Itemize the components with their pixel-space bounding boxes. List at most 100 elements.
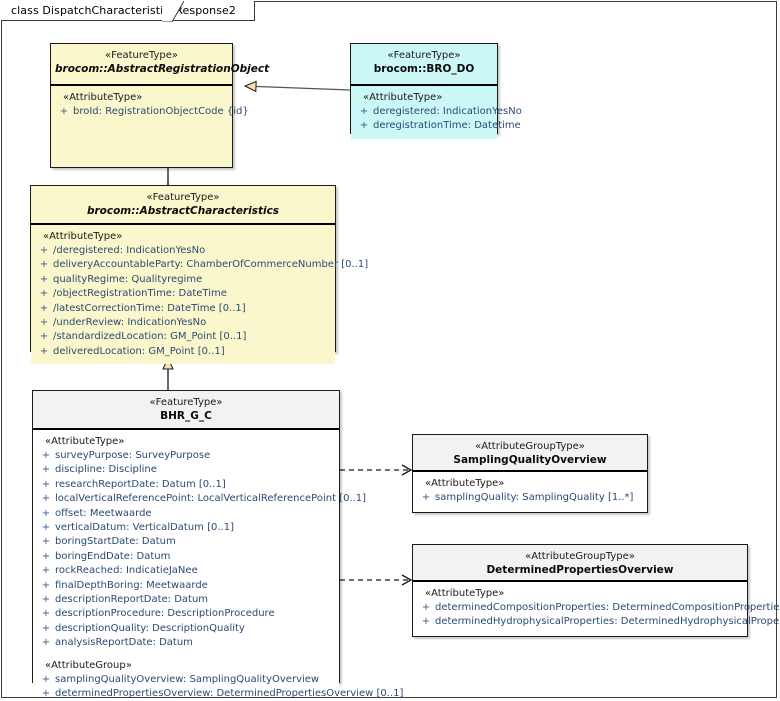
visibility-marker: + xyxy=(39,259,49,271)
attribute-row: + deliveryAccountableParty: ChamberOfCom… xyxy=(35,258,368,272)
visibility-marker: + xyxy=(59,106,69,117)
attribute-row: + /standardizedLocation: GM_Point [0..1] xyxy=(35,330,331,344)
section-label: «AttributeType» xyxy=(425,588,505,599)
visibility-marker: + xyxy=(39,302,49,314)
attribute-row: + /underReview: IndicationYesNo xyxy=(35,316,331,330)
visibility-marker: + xyxy=(41,450,51,461)
attribute-signature: boringStartDate: Datum xyxy=(55,536,176,548)
class-header: «AttributeGroupType» SamplingQualityOver… xyxy=(413,435,647,472)
class-attributes: «AttributeType» + deregistered: Indicati… xyxy=(351,86,522,139)
attribute-signature: qualityRegime: Qualityregime xyxy=(53,273,203,285)
visibility-marker: + xyxy=(421,616,431,628)
class-attributes: «AttributeType» + broId: RegistrationObj… xyxy=(51,86,249,125)
attribute-row: + determinedPropertiesOverview: Determin… xyxy=(37,687,404,701)
class-stereotype: «FeatureType» xyxy=(105,50,178,61)
visibility-marker: + xyxy=(39,288,49,300)
attribute-signature: analysisReportDate: Datum xyxy=(55,637,193,649)
class-box-abstract-registration-object[interactable]: «FeatureType» brocom::AbstractRegistrati… xyxy=(50,43,270,168)
visibility-marker: + xyxy=(41,594,51,606)
class-name: brocom::AbstractCharacteristics xyxy=(86,205,280,217)
attribute-row: + determinedCompositionProperties: Deter… xyxy=(417,601,780,615)
attribute-signature: discipline: Discipline xyxy=(55,464,157,476)
attribute-row: + samplingQualityOverview: SamplingQuali… xyxy=(37,673,335,687)
attribute-row: + descriptionQuality: DescriptionQuality xyxy=(37,622,335,636)
attribute-signature: determinedPropertiesOverview: Determined… xyxy=(55,688,404,700)
attribute-signature: boringEndDate: Datum xyxy=(55,550,171,562)
attribute-signature: deregistered: IndicationYesNo xyxy=(373,106,522,117)
visibility-marker: + xyxy=(39,317,49,329)
class-box-sampling-quality-overview[interactable]: «AttributeGroupType» SamplingQualityOver… xyxy=(412,434,648,513)
attribute-signature: /objectRegistrationTime: DateTime xyxy=(53,288,227,300)
class-box-bro-do[interactable]: «FeatureType» brocom::BRO_DO «AttributeT… xyxy=(350,43,522,139)
visibility-marker: + xyxy=(359,106,369,117)
attribute-signature: determinedHydrophysicalProperties: Deter… xyxy=(435,616,780,628)
visibility-marker: + xyxy=(41,579,51,591)
connector-gen-bro-do-to-aro xyxy=(243,80,351,93)
visibility-marker: + xyxy=(41,565,51,577)
class-stereotype: «AttributeGroupType» xyxy=(525,551,635,562)
class-stereotype: «AttributeGroupType» xyxy=(475,441,585,452)
class-name: brocom::BRO_DO xyxy=(373,63,475,75)
visibility-marker: + xyxy=(359,120,369,132)
attribute-signature: localVerticalReferencePoint: LocalVertic… xyxy=(55,493,367,505)
class-header: «FeatureType» brocom::AbstractRegistrati… xyxy=(51,44,270,86)
attribute-signature: determinedCompositionProperties: Determi… xyxy=(435,602,780,613)
attribute-row: + finalDepthBoring: Meetwaarde xyxy=(37,579,335,593)
visibility-marker: + xyxy=(421,492,431,503)
section-label: «AttributeType» xyxy=(63,92,143,103)
visibility-marker: + xyxy=(41,622,51,634)
attribute-row: + /objectRegistrationTime: DateTime xyxy=(35,287,331,301)
attribute-row: + /deregistered: IndicationYesNo xyxy=(35,244,331,258)
attribute-signature: /underReview: IndicationYesNo xyxy=(53,317,207,329)
attribute-row: + discipline: Discipline xyxy=(37,463,335,477)
visibility-marker: + xyxy=(41,493,51,505)
class-box-abstract-characteristics[interactable]: «FeatureType» brocom::AbstractCharacteri… xyxy=(30,185,368,365)
visibility-marker: + xyxy=(41,608,51,620)
visibility-marker: + xyxy=(41,464,51,476)
class-header: «FeatureType» brocom::AbstractCharacteri… xyxy=(31,186,335,225)
section-label: «AttributeType» xyxy=(45,436,125,447)
attribute-signature: deliveredLocation: GM_Point [0..1] xyxy=(53,345,225,357)
attribute-row: + deliveredLocation: GM_Point [0..1] xyxy=(35,345,331,359)
attribute-signature: deliveryAccountableParty: ChamberOfComme… xyxy=(53,259,369,271)
visibility-marker: + xyxy=(41,522,51,534)
attribute-row: + /latestCorrectionTime: DateTime [0..1] xyxy=(35,302,331,316)
attribute-signature: /standardizedLocation: GM_Point [0..1] xyxy=(53,331,247,343)
attribute-row: + descriptionProcedure: DescriptionProce… xyxy=(37,607,335,621)
visibility-marker: + xyxy=(41,550,51,562)
visibility-marker: + xyxy=(41,637,51,649)
attribute-signature: descriptionReportDate: Datum xyxy=(55,594,209,606)
class-attributes: «AttributeType» + determinedCompositionP… xyxy=(413,582,780,635)
visibility-marker: + xyxy=(41,688,51,700)
class-stereotype: «FeatureType» xyxy=(146,192,220,203)
class-name: brocom::AbstractRegistrationObject xyxy=(55,63,270,75)
visibility-marker: + xyxy=(41,536,51,548)
class-name: SamplingQualityOverview xyxy=(453,454,607,466)
attribute-row: + qualityRegime: Qualityregime xyxy=(35,273,331,287)
class-name: DeterminedPropertiesOverview xyxy=(486,564,674,576)
attribute-row: + researchReportDate: Datum [0..1] xyxy=(37,478,335,492)
visibility-marker: + xyxy=(421,602,431,613)
attribute-row: + broId: RegistrationObjectCode {id} xyxy=(55,105,249,119)
attribute-row: + analysisReportDate: Datum xyxy=(37,636,335,650)
attribute-signature: researchReportDate: Datum [0..1] xyxy=(55,478,226,490)
attribute-signature: offset: Meetwaarde xyxy=(55,507,152,519)
class-box-determined-properties-overview[interactable]: «AttributeGroupType» DeterminedPropertie… xyxy=(412,544,780,637)
visibility-marker: + xyxy=(39,331,49,343)
attribute-signature: finalDepthBoring: Meetwaarde xyxy=(55,579,208,591)
attribute-row: + deregistrationTime: Datetime xyxy=(355,119,521,133)
visibility-marker: + xyxy=(39,273,49,285)
class-stereotype: «FeatureType» xyxy=(149,397,223,408)
class-header: «FeatureType» brocom::BRO_DO xyxy=(351,44,497,86)
visibility-marker: + xyxy=(41,507,51,519)
attribute-row: + samplingQuality: SamplingQuality [1..*… xyxy=(417,491,643,505)
attribute-row: + rockReached: IndicatieJaNee xyxy=(37,564,335,578)
class-name: BHR_G_C xyxy=(160,410,212,422)
attribute-row: + offset: Meetwaarde xyxy=(37,507,335,521)
class-box-bhr-g-c[interactable]: «FeatureType» BHR_G_C «AttributeType» + … xyxy=(32,390,403,701)
attribute-row: + determinedHydrophysicalProperties: Det… xyxy=(417,615,780,629)
class-attributes: «AttributeType» + surveyPurpose: SurveyP… xyxy=(33,430,404,701)
section-label: «AttributeType» xyxy=(43,231,123,242)
diagram-title: class DispatchCharacteristicsResponse2 xyxy=(1,1,255,21)
visibility-marker: + xyxy=(39,345,49,357)
